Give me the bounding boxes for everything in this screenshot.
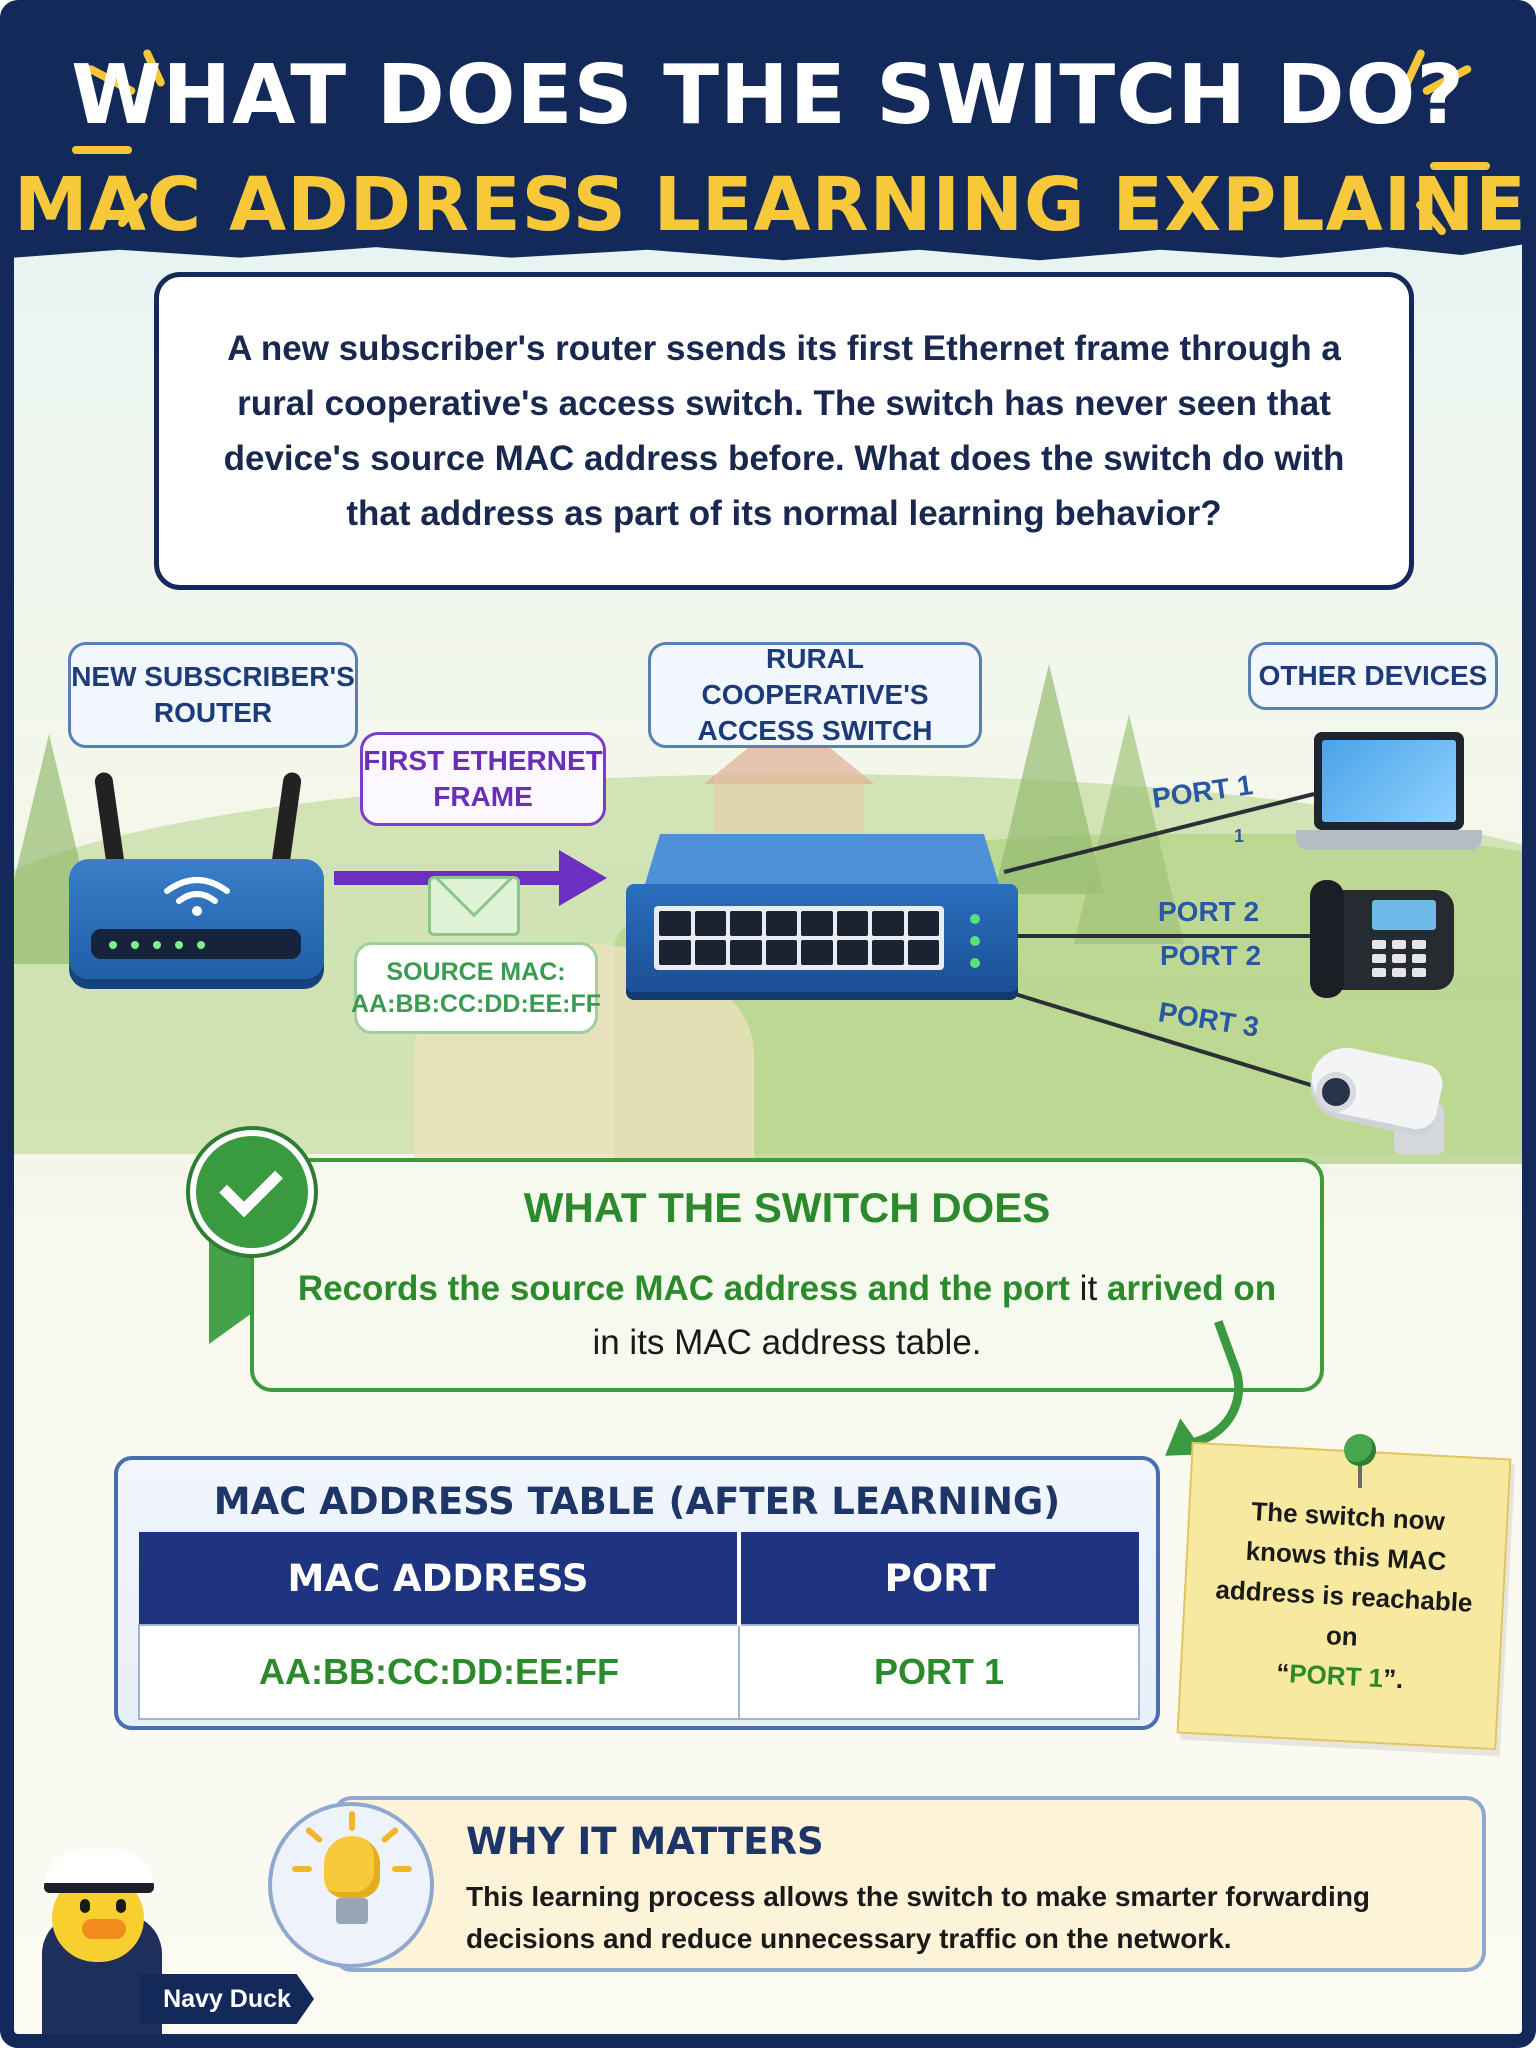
router-led <box>175 941 183 949</box>
switch-port <box>872 940 904 965</box>
mac-table-title: MAC ADDRESS TABLE (AFTER LEARNING) <box>213 1480 1061 1523</box>
why-text: This learning process allows the switch … <box>466 1881 1371 1954</box>
table-cell-mac: AA:BB:CC:DD:EE:FF <box>138 1624 740 1720</box>
table-row: AA:BB:CC:DD:EE:FF PORT 1 <box>138 1624 1140 1720</box>
why-it-matters-box: WHY IT MATTERS This learning process all… <box>332 1796 1486 1972</box>
note-text: The switch now knows this MAC address is… <box>1214 1496 1474 1652</box>
page-title: WHAT DOES THE SWITCH DO? <box>71 48 1465 143</box>
table-header-row: MAC ADDRESS PORT <box>139 1532 1139 1625</box>
router-led <box>131 941 139 949</box>
lightbulb-base <box>336 1898 368 1924</box>
question-text: A new subscriber's router ssends its fir… <box>223 329 1345 533</box>
source-mac-label: SOURCE MAC: AA:BB:CC:DD:EE:FF <box>351 942 601 1034</box>
duck-eye <box>116 1899 126 1913</box>
lightbulb-ray <box>392 1866 412 1872</box>
lightbulb-ray <box>292 1866 312 1872</box>
switch-port <box>694 940 726 965</box>
switch-port <box>659 911 691 936</box>
result-highlight-2: arrived on <box>1106 1269 1277 1308</box>
port-label-2-duplicate: PORT 2 <box>1160 940 1262 971</box>
result-text: Records the source MAC address and the p… <box>294 1262 1280 1370</box>
switch-port <box>659 940 691 965</box>
result-highlight-1: Records the source MAC address and the p… <box>297 1269 1070 1308</box>
camera-lens <box>1316 1072 1356 1112</box>
switch-led <box>970 914 980 924</box>
phone-screen <box>1372 900 1436 930</box>
duck-beak <box>82 1919 126 1939</box>
burst-line <box>72 146 132 154</box>
phone-handset <box>1310 880 1344 998</box>
router-label: NEW SUBSCRIBER'S ROUTER <box>68 642 358 748</box>
lightbulb-ray <box>349 1811 355 1831</box>
mac-address-table: MAC ADDRESS PORT AA:BB:CC:DD:EE:FF PORT … <box>138 1532 1140 1720</box>
pushpin-icon <box>1344 1434 1376 1466</box>
switch-port <box>765 940 797 965</box>
result-text-1: it <box>1069 1269 1107 1308</box>
other-devices-label: OTHER DEVICES <box>1248 642 1498 710</box>
port-mark: 1 <box>1234 826 1245 846</box>
sticky-note: The switch now knows this MAC address is… <box>1176 1441 1512 1751</box>
router-led <box>197 941 205 949</box>
why-title: WHY IT MATTERS <box>466 1820 824 1863</box>
question-box: A new subscriber's router ssends its fir… <box>154 272 1414 590</box>
switch-port <box>694 911 726 936</box>
frame-arrow-head <box>559 850 607 906</box>
lightbulb-circle <box>268 1802 434 1968</box>
envelope-icon <box>428 876 520 936</box>
switch-port <box>836 940 868 965</box>
background-tree <box>1074 714 1184 944</box>
sticky-note-text: The switch now knows this MAC address is… <box>1207 1489 1481 1703</box>
switch-port <box>730 911 762 936</box>
result-text-2: in its MAC address table. <box>592 1323 982 1362</box>
phone-keypad <box>1372 940 1426 977</box>
connection-lines <box>988 792 1324 1088</box>
laptop-base <box>1296 830 1482 850</box>
router-led <box>109 941 117 949</box>
router-icon <box>69 859 324 979</box>
checkmark-badge-icon <box>190 1130 314 1254</box>
switch-port <box>730 940 762 965</box>
wifi-icon <box>164 877 230 916</box>
switch-port-panel <box>654 906 944 970</box>
column-header-port: PORT <box>739 1532 1139 1625</box>
result-title: WHAT THE SWITCH DOES <box>523 1184 1051 1231</box>
frame-label: FIRST ETHERNET FRAME <box>360 732 606 826</box>
check-icon <box>218 1153 283 1217</box>
burst-line <box>1430 162 1490 170</box>
cable-port-3 <box>988 984 1315 1088</box>
switch-label: RURAL COOPERATIVE'S ACCESS SWITCH <box>648 642 982 748</box>
table-cell-port: PORT 1 <box>738 1624 1140 1720</box>
source-mac-caption: SOURCE MAC: <box>386 958 566 986</box>
result-panel: WHAT THE SWITCH DOES Records the source … <box>250 1158 1324 1392</box>
router-port-strip <box>91 929 301 959</box>
router-led <box>153 941 161 949</box>
header-banner <box>14 14 1522 261</box>
page-subtitle: MAC ADDRESS LEARNING EXPLAINED! <box>14 162 1536 248</box>
switch-icon <box>626 884 1018 992</box>
switch-led <box>970 958 980 968</box>
note-close: ”. <box>1382 1663 1405 1695</box>
lightbulb-icon <box>324 1836 380 1898</box>
note-highlight: PORT 1 <box>1288 1658 1384 1694</box>
switch-port <box>801 940 833 965</box>
column-header-mac: MAC ADDRESS <box>139 1532 741 1625</box>
duck-eye <box>80 1899 90 1913</box>
switch-port <box>836 911 868 936</box>
pin-needle <box>1358 1462 1362 1488</box>
mascot-name-tag: Navy Duck <box>140 1974 314 2024</box>
captain-hat-icon <box>44 1849 154 1893</box>
switch-port <box>907 940 939 965</box>
laptop-icon <box>1314 732 1464 830</box>
envelope-flap <box>431 879 517 918</box>
switch-port <box>801 911 833 936</box>
mac-table-panel: MAC ADDRESS TABLE (AFTER LEARNING) MAC A… <box>114 1456 1160 1730</box>
source-mac-value: AA:BB:CC:DD:EE:FF <box>351 990 601 1018</box>
cable-port-1 <box>1003 792 1315 874</box>
switch-port <box>907 911 939 936</box>
switch-port <box>872 911 904 936</box>
port-label-2: PORT 2 <box>1158 896 1260 927</box>
switch-port <box>765 911 797 936</box>
switch-led <box>970 936 980 946</box>
